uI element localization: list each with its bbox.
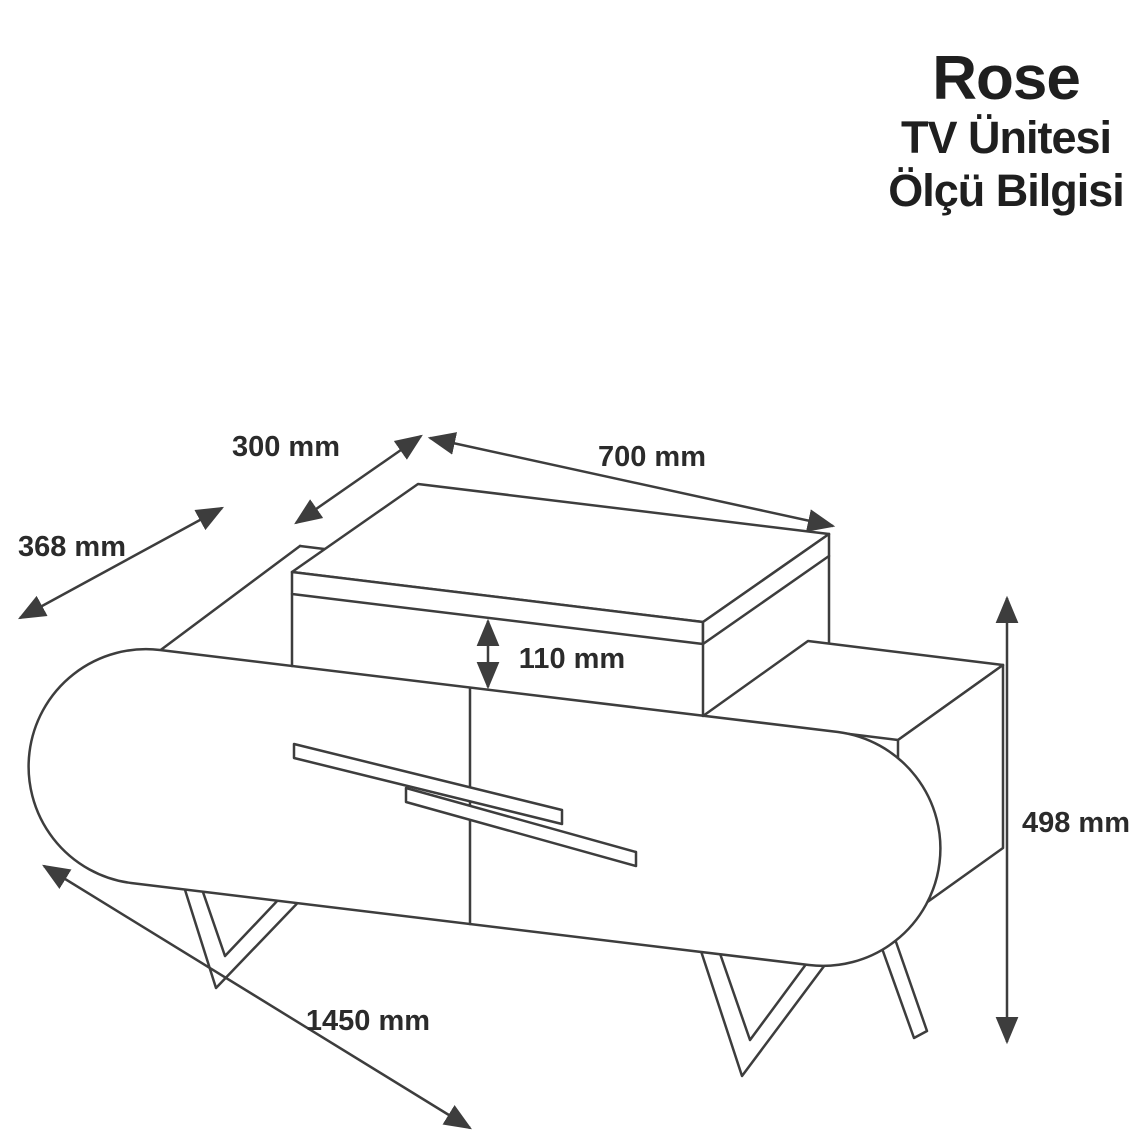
dimension-body-depth: 368 mm: [17, 506, 225, 620]
dimension-label-700: 700 mm: [598, 441, 706, 473]
title-block: Rose TV Ünitesi Ölçü Bilgisi: [872, 46, 1140, 217]
dimension-arrow-1450: [42, 864, 472, 1130]
dimension-label-110: 110 mm: [519, 643, 625, 675]
dimension-arrow-368: [17, 506, 225, 620]
shelf-supports: [290, 554, 831, 718]
dimension-label-498: 498 mm: [1022, 807, 1130, 839]
dimension-total-height: 498 mm: [995, 595, 1130, 1045]
dimension-total-width: 1450 mm: [42, 864, 472, 1130]
product-name: Rose: [932, 44, 1081, 113]
dimension-arrow-300: [294, 434, 423, 525]
dimension-shelf-clearance: 110 mm: [476, 618, 625, 690]
dimension-shelf-depth: 300 mm: [232, 431, 423, 525]
doors-group: [292, 686, 638, 926]
product-type: TV Ünitesi: [900, 112, 1112, 164]
dimension-label-368: 368 mm: [18, 531, 126, 563]
dimension-arrow-700: [427, 432, 836, 532]
door-handle-lower: [404, 786, 638, 868]
dimension-label-1450: 1450 mm: [306, 1005, 430, 1037]
body-top-left-depth-edge: [156, 544, 302, 654]
dimension-label-300: 300 mm: [232, 431, 340, 463]
diagram-subtitle: Ölçü Bilgisi: [888, 165, 1125, 217]
door-handle-upper: [292, 742, 564, 826]
dimension-shelf-width: 700 mm: [427, 432, 836, 532]
